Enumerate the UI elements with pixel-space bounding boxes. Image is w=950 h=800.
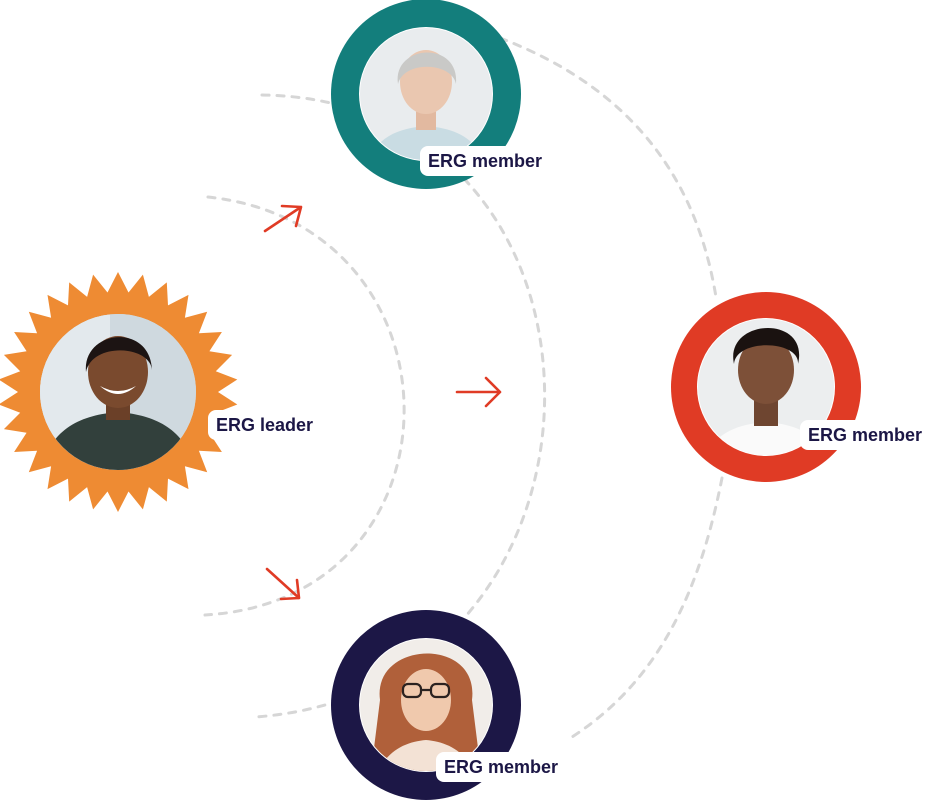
person-portrait-woman-glasses-icon: [360, 639, 492, 771]
dashed-arc-outer-bottom: [570, 476, 724, 739]
person-portrait-older-woman-icon: [360, 28, 492, 160]
member-label-bottom: ERG member: [436, 752, 567, 782]
leader-node: [0, 272, 238, 512]
member-node-top: [331, 0, 521, 189]
arrow-down-right-icon: [265, 567, 301, 601]
dashed-arc-outer-top: [498, 36, 718, 299]
leader-label: ERG leader: [208, 410, 322, 440]
member-label-top: ERG member: [420, 146, 551, 176]
arrow-up-right-icon: [263, 204, 303, 233]
arrow-right-icon: [455, 376, 502, 408]
dashed-arc-inner: [203, 195, 406, 617]
member-label-right: ERG member: [800, 420, 931, 450]
member-node-right: [671, 292, 861, 482]
